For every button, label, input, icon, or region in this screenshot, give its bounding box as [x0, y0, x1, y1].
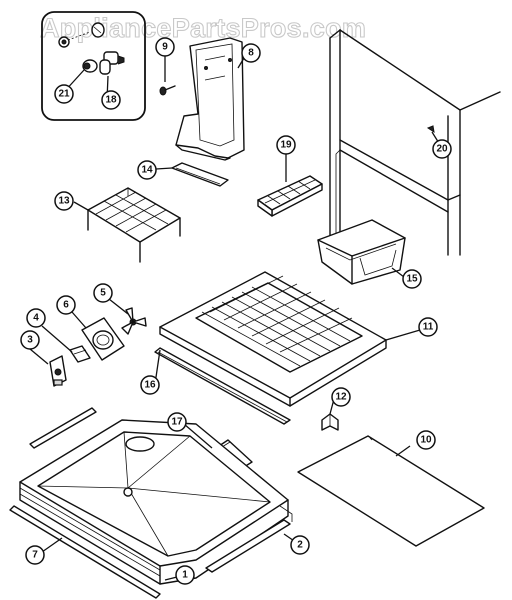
side-trim-strip-part	[205, 505, 293, 573]
thermostat-bar-part	[171, 162, 229, 187]
callout-label: 3	[27, 335, 33, 346]
callout-label: 15	[406, 274, 418, 285]
callout-label: 7	[32, 550, 38, 561]
base-pan-part	[19, 419, 289, 585]
callout-20: 20	[432, 139, 452, 159]
callout-18: 18	[101, 90, 121, 110]
callout-4: 4	[26, 308, 46, 328]
callout-3: 3	[20, 330, 40, 350]
callout-13: 13	[54, 191, 74, 211]
fan-blade-part	[121, 307, 147, 335]
callout-label: 19	[280, 140, 292, 151]
callout-15: 15	[402, 269, 422, 289]
callout-9: 9	[155, 37, 175, 57]
callout-label: 20	[436, 144, 448, 155]
callout-label: 4	[33, 313, 39, 324]
ice-tray-part	[257, 175, 323, 217]
watermark-text: AppliancePartsPros.com	[40, 13, 366, 43]
callout-19: 19	[276, 135, 296, 155]
callout-8: 8	[241, 43, 261, 63]
callout-7: 7	[25, 545, 45, 565]
callout-5: 5	[93, 283, 113, 303]
callout-label: 12	[335, 392, 347, 403]
callout-label: 17	[171, 417, 183, 428]
callout-label: 13	[58, 196, 70, 207]
callout-label: 9	[162, 42, 168, 53]
callout-2: 2	[290, 535, 310, 555]
wire-rack-part	[87, 187, 181, 263]
callout-label: 10	[420, 435, 432, 446]
callout-label: 5	[100, 288, 106, 299]
callout-10: 10	[416, 430, 436, 450]
callout-16: 16	[140, 375, 160, 395]
cover-panel-part	[297, 435, 485, 547]
callout-label: 18	[105, 95, 117, 106]
callout-21: 21	[54, 84, 74, 104]
callout-label: 1	[182, 570, 188, 581]
knob-part	[99, 51, 125, 75]
switch-part	[49, 355, 67, 387]
callout-11: 11	[418, 317, 438, 337]
shelf-bracket-part	[321, 413, 339, 431]
front-trim-strip-part	[9, 505, 161, 599]
screw-part	[159, 85, 176, 96]
callout-label: 6	[63, 300, 69, 311]
inset-detail-box	[41, 11, 146, 121]
storage-bin-part	[317, 219, 406, 285]
callout-label: 2	[297, 540, 303, 551]
fan-bracket-part	[81, 317, 125, 361]
cap-part	[82, 59, 98, 73]
rear-trim-strip-part	[29, 407, 97, 449]
callout-label: 16	[144, 380, 156, 391]
connector-part	[69, 345, 91, 363]
callout-12: 12	[331, 387, 351, 407]
cabinet-frame	[329, 29, 501, 256]
callout-label: 11	[423, 322, 434, 333]
callout-17: 17	[167, 412, 187, 432]
control-housing-part	[175, 37, 245, 161]
callout-label: 14	[141, 165, 153, 176]
callout-6: 6	[56, 295, 76, 315]
callout-label: 21	[58, 89, 70, 100]
callout-1: 1	[175, 565, 195, 585]
callout-14: 14	[137, 160, 157, 180]
callout-label: 8	[248, 48, 254, 59]
glass-shelf-part	[159, 271, 387, 407]
shelf-trim-part	[154, 347, 291, 425]
